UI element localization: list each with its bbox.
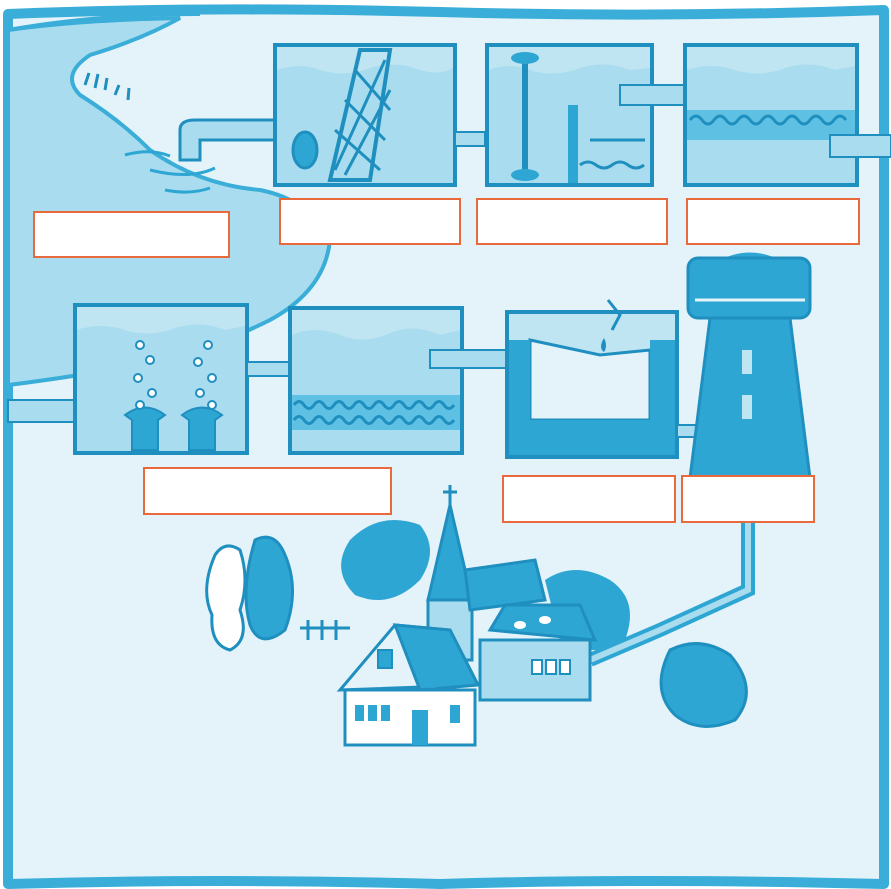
pipe-4-5 <box>247 362 292 376</box>
carbon-filter-tank <box>290 308 462 453</box>
inlet-pipe-left <box>8 400 83 422</box>
label-box-screening[interactable] <box>279 198 461 245</box>
label-box-aeration-carbon[interactable] <box>143 467 392 515</box>
label-box-filtration[interactable] <box>686 198 860 245</box>
aeration-tank <box>75 305 247 453</box>
pipe-2-3 <box>620 85 685 105</box>
label-box-disinfection[interactable] <box>502 475 676 523</box>
sedimentation-tank <box>487 45 652 185</box>
filtration-tank <box>685 45 857 185</box>
screening-tank <box>275 45 455 185</box>
label-box-intake[interactable] <box>33 211 230 258</box>
water-tower <box>688 253 810 479</box>
house-right <box>480 605 595 700</box>
disinfection-tank <box>507 300 677 457</box>
pipe-1-2 <box>455 132 485 146</box>
label-box-sedimentation[interactable] <box>476 198 668 245</box>
pipe-5-6 <box>430 350 510 368</box>
outlet-pipe-right <box>830 135 891 157</box>
label-box-water-tower[interactable] <box>681 475 815 523</box>
